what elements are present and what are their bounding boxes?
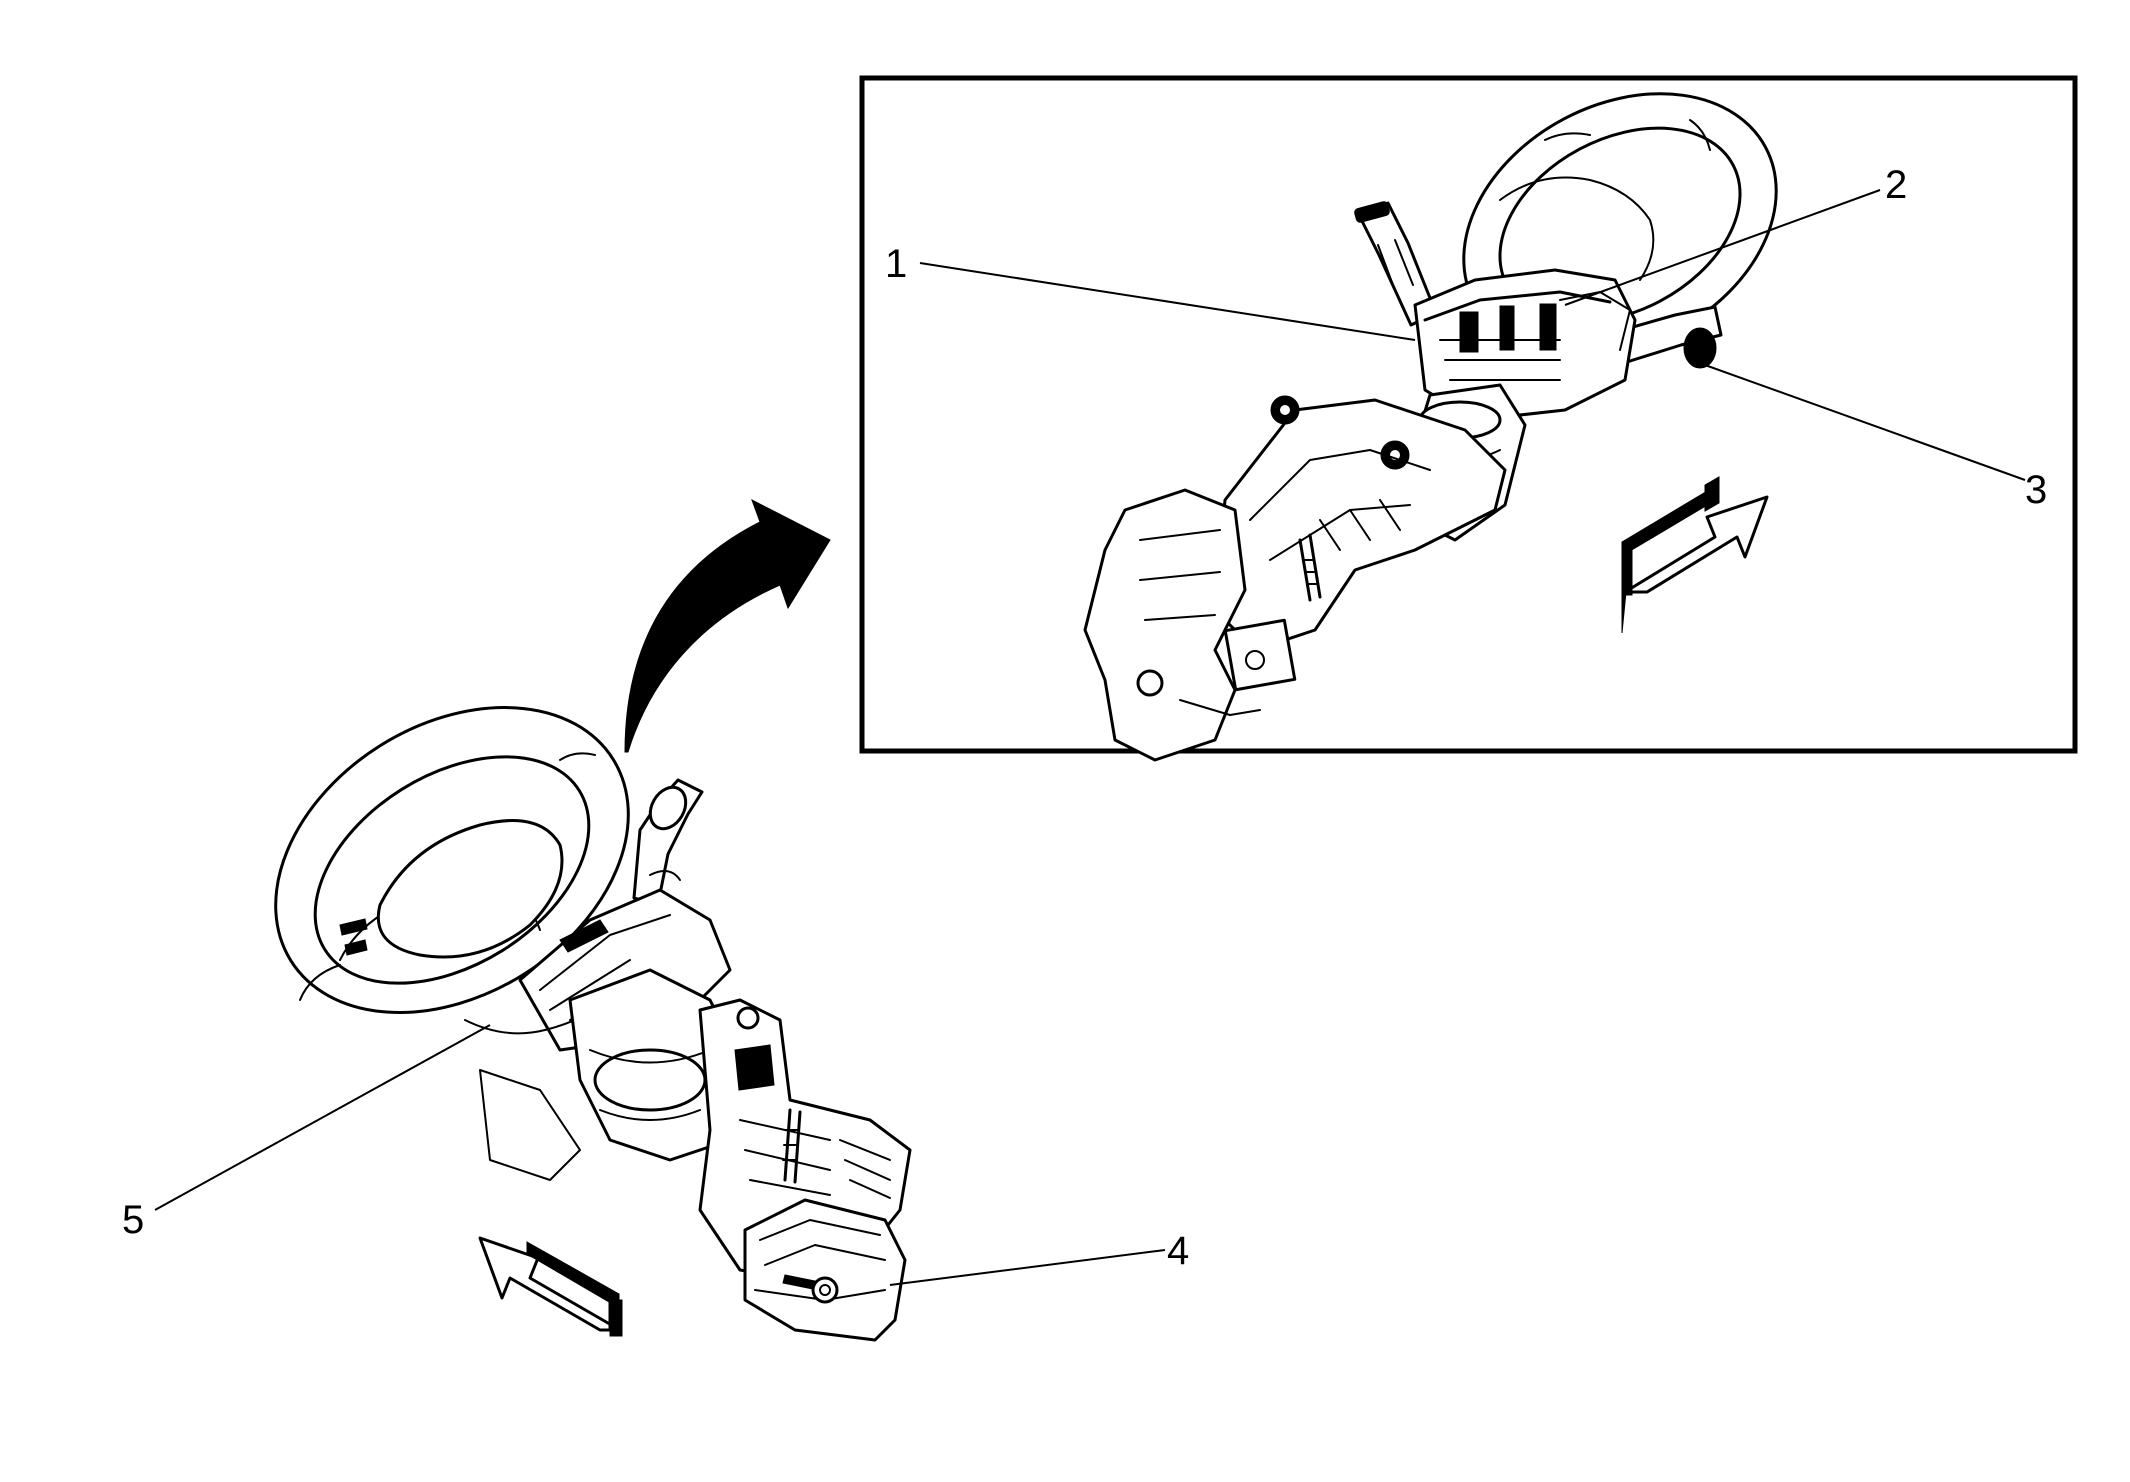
column-mounting-bracket <box>698 998 912 1282</box>
callout-5: 5 <box>122 1198 144 1242</box>
lower-control-module <box>743 1198 907 1342</box>
curved-arrow-icon <box>624 498 831 753</box>
callout-1: 1 <box>885 242 907 286</box>
block-arrow-icon <box>478 1236 623 1337</box>
detail-lower-housing <box>1083 488 1322 762</box>
turn-signal-lever <box>632 778 704 906</box>
block-arrow-icon <box>1621 476 1769 634</box>
leader-line-1 <box>919 262 1416 341</box>
leader-line-2 <box>1564 189 1881 306</box>
detail-inset <box>859 75 2078 762</box>
callout-4: 4 <box>1167 1229 1189 1273</box>
main-assembly <box>154 706 1166 1342</box>
leader-line-5 <box>154 1024 491 1211</box>
callout-2: 2 <box>1885 163 1907 207</box>
callout-3: 3 <box>2025 468 2047 512</box>
leader-line-3 <box>1704 364 2026 481</box>
steering-wheel <box>274 706 630 1014</box>
leader-line-4 <box>889 1249 1166 1286</box>
